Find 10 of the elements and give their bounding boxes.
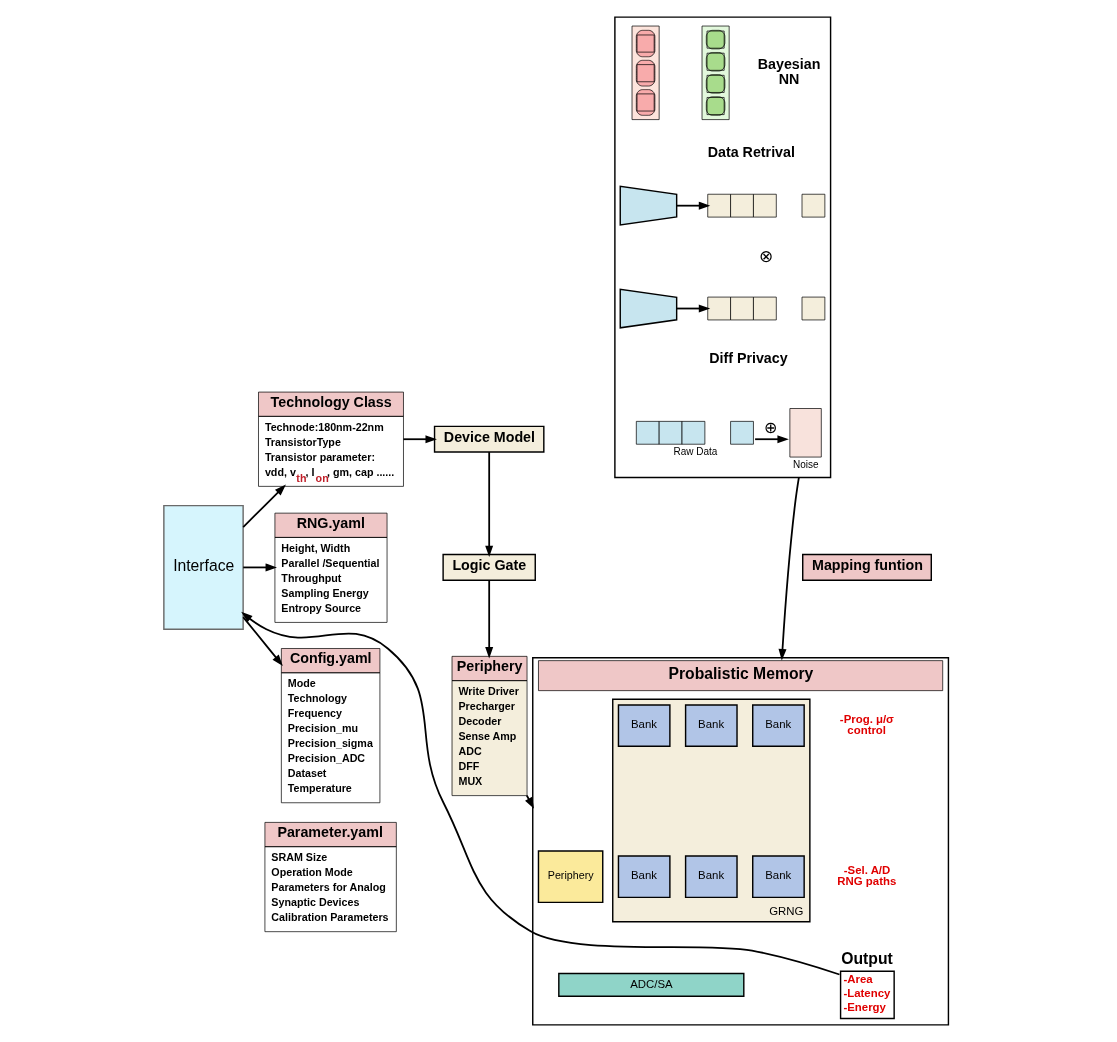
label: Data Retrival	[707, 144, 795, 161]
node-label: Bayesian NN	[757, 56, 820, 87]
node-label: Output	[840, 949, 893, 967]
label: Diff Privacy	[708, 349, 788, 366]
label: -Prog. μ/σ control	[839, 712, 894, 737]
label: -Sel. A/D RNG paths	[836, 863, 896, 888]
label: ⊗	[758, 245, 773, 266]
node-label: Noise	[792, 458, 819, 470]
edge-label: ⊕	[763, 418, 777, 436]
node-label: Raw Data	[672, 446, 717, 458]
